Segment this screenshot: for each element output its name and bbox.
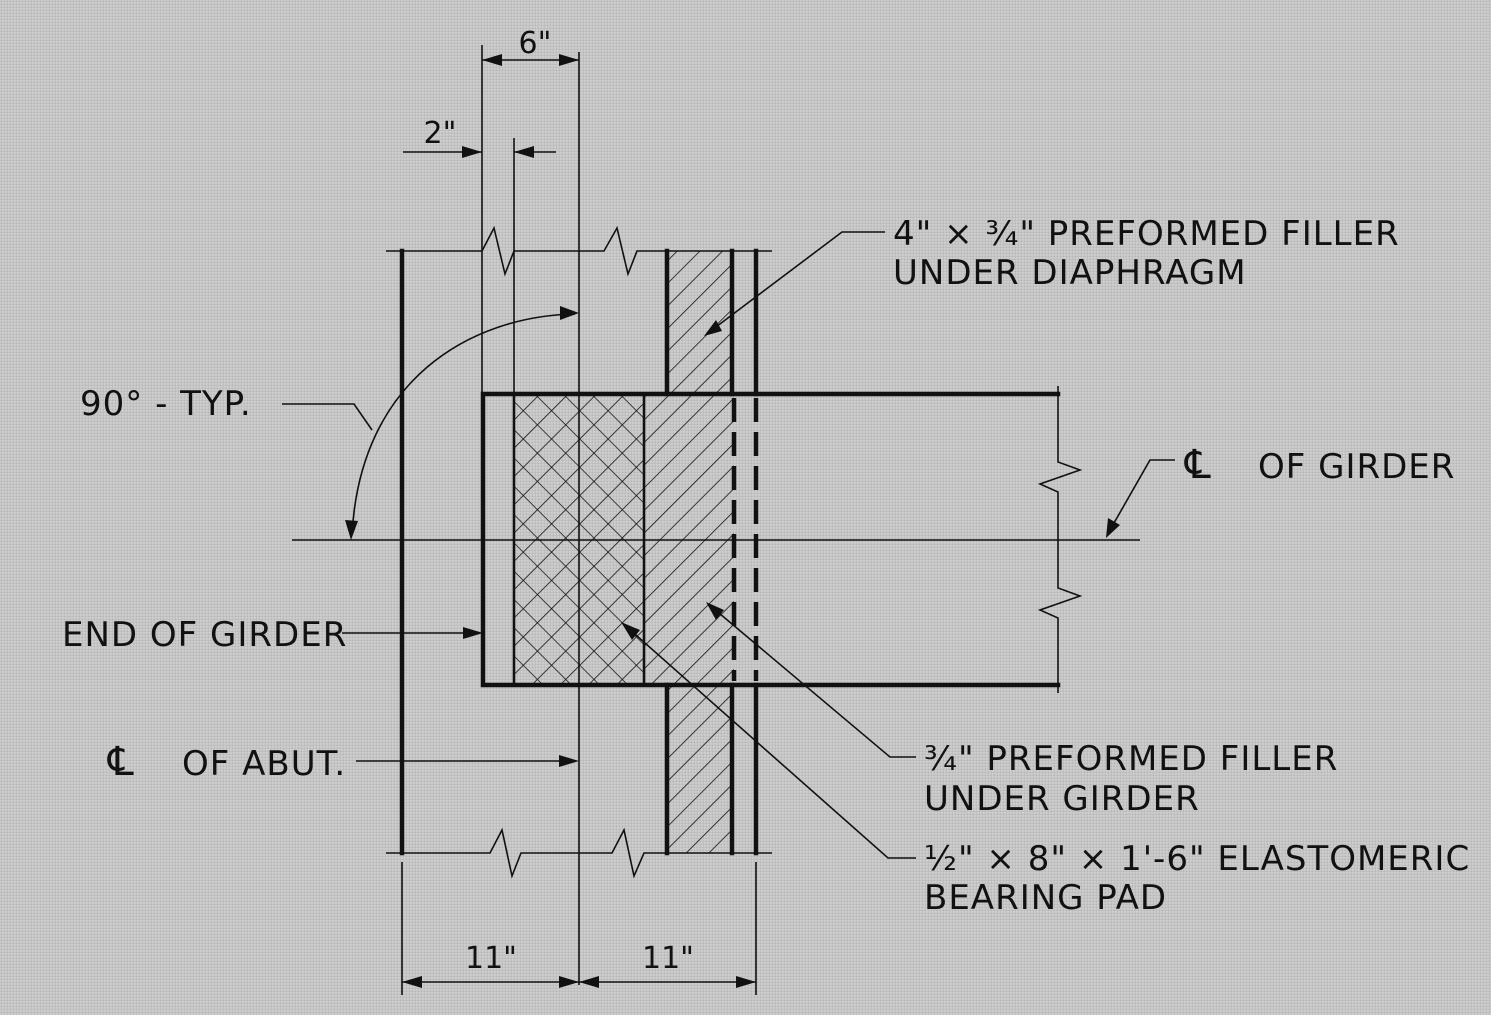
angle-90-arc [282,306,579,540]
dim-11-right-label: 11" [642,941,694,976]
bearing-pad-label-line1: ½" × 8" × 1'-6" ELASTOMERIC [924,839,1470,879]
bearing-pad-label-line2: BEARING PAD [924,878,1167,918]
top-break-line [386,225,772,277]
dim-11-left-label: 11" [465,941,517,976]
cl-girder-label: OF GIRDER [1258,447,1455,487]
angle-label: 90° - TYP. [80,384,252,424]
cl-girder-symbol: ℄ [1184,442,1212,488]
cl-abutment-symbol: ℄ [107,739,135,785]
dim-6-label: 6" [519,26,552,61]
end-of-girder-leader [342,627,483,639]
bearing-pad-leader [621,622,916,859]
girder-filler-label-line1: ¾" PREFORMED FILLER [924,739,1338,779]
bottom-break-line [386,827,772,879]
dimension-2in: 2" [403,116,556,394]
cl-girder-leader [1106,459,1175,538]
dim-2-label: 2" [424,116,457,151]
diaphragm-filler-label-line2: UNDER DIAPHRAGM [893,253,1247,293]
girder-filler-leader [706,602,916,758]
diaphragm-filler-label-line1: 4" × ¾" PREFORMED FILLER [893,214,1400,254]
end-of-girder-label: END OF GIRDER [62,615,347,655]
diaphragm-filler-bottom-hatch [667,685,732,853]
dimension-11in-pair: 11" 11" [401,862,757,995]
diaphragm-filler-leader [704,231,885,336]
cl-abutment-label: OF ABUT. [182,744,346,784]
girder-filler-label-line2: UNDER GIRDER [924,779,1200,819]
dimension-6in: 6" [481,26,579,394]
cl-abutment-leader [356,755,579,767]
